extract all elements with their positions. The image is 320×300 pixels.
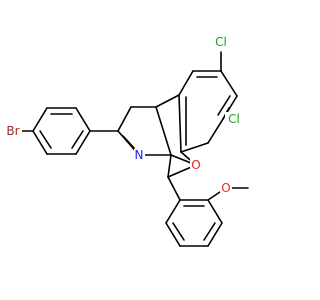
oxygen-label: O (191, 158, 200, 172)
bond (155, 106, 172, 156)
bond (207, 199, 223, 224)
bond (75, 130, 91, 155)
bond (117, 106, 132, 132)
bonds-layer (16, 51, 249, 247)
bond (165, 199, 181, 224)
atom-o-ring: O (190, 158, 202, 172)
bond-double (172, 222, 185, 241)
atom-n: N (134, 148, 145, 162)
atom-cl-top: Cl (212, 35, 230, 49)
bond (155, 94, 180, 108)
bond (207, 222, 223, 247)
structure-canvas: Br Cl Cl N O O (4, 35, 249, 247)
bond (178, 70, 194, 96)
bond (220, 70, 238, 97)
bond-double (217, 95, 231, 116)
molecule-diagram: Br Cl Cl N O O (4, 35, 249, 247)
atom-br: Br (4, 124, 22, 138)
oxygen-label: O (221, 181, 230, 195)
bond-double (71, 130, 84, 149)
bond-double (122, 135, 135, 149)
bond (180, 142, 209, 153)
atom-labels-layer: Br Cl Cl N O O (4, 35, 243, 195)
atom-o-methoxy: O (220, 181, 232, 195)
bond (165, 222, 181, 247)
nitrogen-label: N (135, 148, 144, 162)
bond (207, 118, 224, 144)
bromine-label: Br (6, 124, 19, 138)
atom-cl-right: Cl (225, 112, 243, 126)
bond (32, 130, 48, 155)
chlorine-label: Cl (215, 35, 227, 49)
bond-double (203, 222, 216, 241)
bond (178, 94, 182, 153)
bond (167, 176, 181, 201)
chlorine-label: Cl (228, 112, 240, 126)
bond (32, 107, 48, 132)
bond-double (39, 130, 52, 149)
bond (167, 154, 172, 178)
bond (75, 107, 91, 132)
